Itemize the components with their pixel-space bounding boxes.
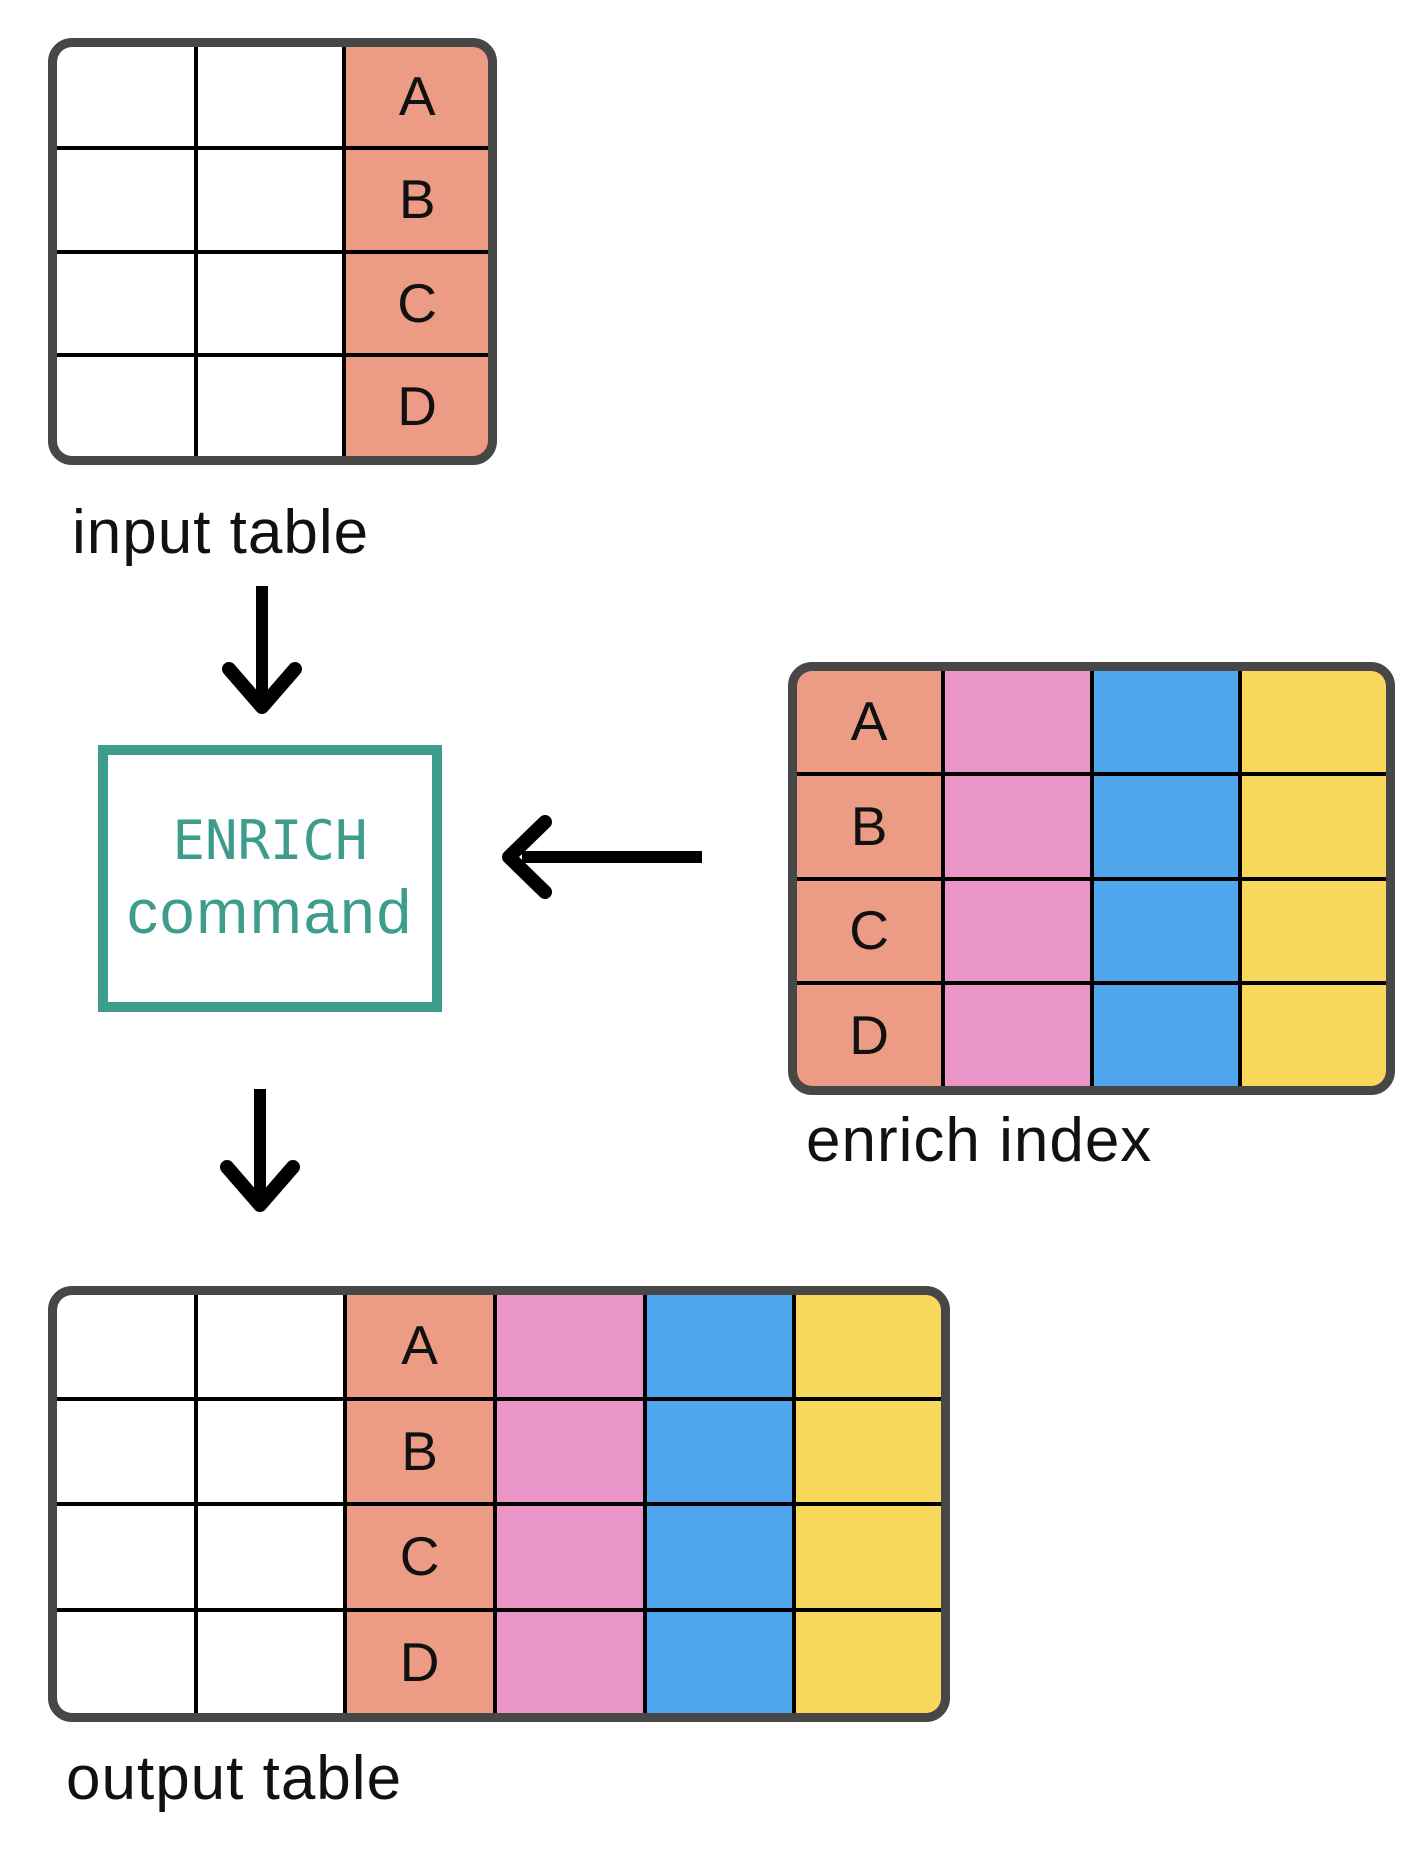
output-table-label: output table (66, 1744, 403, 1813)
table-cell-key-C: C (797, 880, 942, 982)
table-cell (57, 1506, 194, 1608)
table-cell (1093, 880, 1238, 982)
table-cell-key-A: A (797, 671, 942, 772)
table-cell (57, 47, 194, 147)
table-cell (496, 1506, 644, 1608)
table-cell (796, 1611, 941, 1713)
table-cell (1093, 775, 1238, 877)
table-cell (57, 1611, 194, 1713)
table-cell (197, 1400, 343, 1502)
input-table-label: input table (72, 498, 370, 567)
table-cell (197, 1611, 343, 1713)
enrich-index-label: enrich index (806, 1106, 1153, 1175)
table-cell-key-A: A (346, 1295, 493, 1397)
enrich-command-box: ENRICH command (98, 745, 442, 1012)
table-cell-key-C: C (346, 1506, 493, 1608)
table-cell (945, 880, 1090, 982)
table-cell (496, 1295, 644, 1397)
table-cell (647, 1506, 793, 1608)
arrow-input-to-enrich-command (222, 586, 302, 714)
table-cell (197, 150, 343, 250)
table-cell-key-B: B (797, 775, 942, 877)
table-cell (1241, 671, 1386, 772)
table-cell-key-D: D (346, 1611, 493, 1713)
table-cell (496, 1611, 644, 1713)
table-cell (796, 1400, 941, 1502)
table-cell-key-A: A (346, 47, 488, 147)
table-cell (945, 775, 1090, 877)
enrich-command-keyword: ENRICH (172, 808, 368, 872)
arrow-enrich-command-to-output-table (220, 1089, 300, 1212)
table-cell (796, 1506, 941, 1608)
table-cell (197, 1295, 343, 1397)
table-cell (57, 356, 194, 456)
table-cell (496, 1400, 644, 1502)
table-cell (197, 253, 343, 353)
enrich-command-word: command (126, 877, 414, 947)
table-cell (197, 47, 343, 147)
table-cell (1241, 775, 1386, 877)
table-cell (197, 1506, 343, 1608)
arrow-enrich-index-to-enrich-command (502, 815, 702, 899)
table-cell (647, 1611, 793, 1713)
table-cell (945, 985, 1090, 1086)
table-cell-key-C: C (346, 253, 488, 353)
table-cell (57, 1400, 194, 1502)
table-cell-key-B: B (346, 1400, 493, 1502)
table-cell (647, 1400, 793, 1502)
table-cell (1241, 880, 1386, 982)
table-cell (197, 356, 343, 456)
table-cell (796, 1295, 941, 1397)
table-cell (1093, 671, 1238, 772)
table-cell-key-B: B (346, 150, 488, 250)
table-cell (647, 1295, 793, 1397)
table-cell-key-D: D (797, 985, 942, 1086)
table-cell-key-D: D (346, 356, 488, 456)
table-cell (57, 1295, 194, 1397)
table-cell (945, 671, 1090, 772)
table-cell (57, 150, 194, 250)
table-cell (57, 253, 194, 353)
table-cell (1093, 985, 1238, 1086)
table-cell (1241, 985, 1386, 1086)
